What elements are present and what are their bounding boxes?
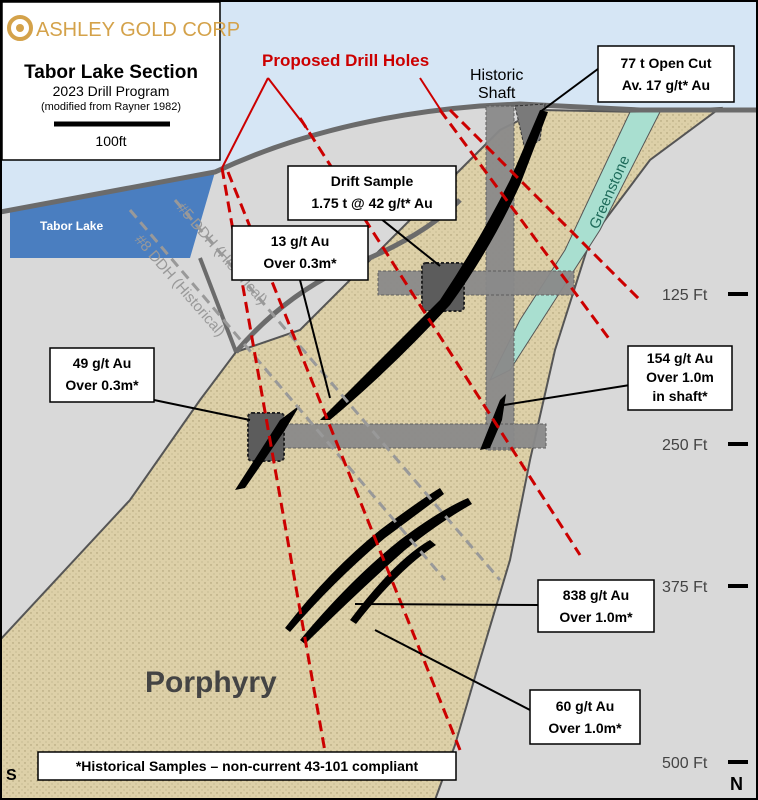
callout-open-cut-line1: 77 t Open Cut — [620, 55, 711, 71]
leader-838 — [354, 603, 539, 606]
callout-open-cut: 77 t Open Cut Av. 17 g/t* Au — [597, 45, 735, 103]
logo-mark-inner-icon — [16, 24, 24, 32]
footnote: *Historical Samples – non-current 43-101… — [76, 758, 419, 774]
logo-mark-icon — [7, 15, 33, 41]
lake-label: Tabor Lake — [40, 219, 103, 233]
section-subtitle: 2023 Drill Program — [53, 83, 170, 99]
callout-838: 838 g/t Au Over 1.0m* — [537, 579, 655, 633]
callout-60-line1: 60 g/t Au — [556, 698, 615, 714]
callout-drift-line1: Drift Sample — [331, 173, 414, 189]
depth-ticks — [728, 292, 748, 764]
callout-drift-line2: 1.75 t @ 42 g/t* Au — [311, 195, 432, 211]
depth-label-375: 375 Ft — [662, 579, 708, 596]
section-title: Tabor Lake Section — [24, 62, 198, 83]
label-pointer-a — [221, 77, 269, 169]
leader-13 — [299, 279, 331, 399]
depth-label-125: 125 Ft — [662, 287, 708, 304]
vein-deep-3 — [350, 540, 436, 624]
section-source: (modified from Rayner 1982) — [41, 101, 181, 113]
porphyry-label: Porphyry — [145, 666, 277, 699]
label-pointer-c — [419, 77, 443, 113]
callout-154: 154 g/t Au Over 1.0m in shaft* — [627, 345, 733, 411]
callout-open-cut-line2: Av. 17 g/t* Au — [622, 77, 710, 93]
vein-west — [235, 405, 300, 490]
ddh8-historical-line — [128, 209, 447, 581]
callout-154-line1: 154 g/t Au — [647, 350, 713, 366]
callout-49-line1: 49 g/t Au — [73, 355, 132, 371]
lower-drift — [249, 423, 547, 449]
tabor-lake — [10, 172, 215, 258]
company-name: ASHLEY GOLD CORP — [36, 19, 240, 41]
vein-shaft — [480, 394, 506, 450]
leader-154 — [503, 384, 631, 406]
logo: ASHLEY GOLD CORP — [7, 15, 240, 41]
callout-13: 13 g/t Au Over 0.3m* — [231, 225, 369, 281]
leader-60 — [374, 629, 531, 711]
callout-49-line2: Over 0.3m* — [65, 377, 139, 393]
leader-49 — [153, 399, 251, 421]
callout-154-line3: in shaft* — [652, 388, 708, 404]
ground-surface-line — [0, 101, 758, 215]
depth-label-250: 250 Ft — [662, 437, 708, 454]
title-box — [1, 1, 221, 161]
callout-13-line1: 13 g/t Au — [271, 233, 330, 249]
callout-drift-sample: Drift Sample 1.75 t @ 42 g/t* Au — [287, 165, 457, 221]
callout-60-line2: Over 1.0m* — [548, 720, 622, 736]
label-pointer-b — [267, 77, 309, 131]
proposed-hole-5 — [448, 108, 642, 302]
callout-60: 60 g/t Au Over 1.0m* — [529, 689, 641, 745]
callout-49: 49 g/t Au Over 0.3m* — [49, 347, 155, 403]
vein-deep-1 — [300, 498, 472, 644]
callout-838-line2: Over 1.0m* — [559, 609, 633, 625]
lake-shore-line — [198, 257, 238, 353]
callout-154-line2: Over 1.0m — [646, 369, 714, 385]
vein-deep-2 — [285, 488, 444, 632]
sample-49-block — [247, 412, 285, 462]
ddh5-historical-line — [173, 199, 502, 581]
callout-13-line2: Over 0.3m* — [263, 255, 337, 271]
leader-drift-sample — [379, 217, 441, 267]
proposed-holes-label: Proposed Drill Holes — [262, 51, 429, 70]
footnote-box — [37, 751, 457, 781]
north-label: N — [730, 774, 743, 794]
south-label: S — [6, 767, 17, 784]
scale-label: 100ft — [95, 133, 126, 149]
proposed-hole-4 — [438, 109, 612, 341]
historic-shaft-label-2: Shaft — [478, 85, 516, 102]
callout-838-line1: 838 g/t Au — [563, 587, 629, 603]
historic-shaft-label-1: Historic — [470, 67, 523, 84]
depth-label-500: 500 Ft — [662, 755, 708, 772]
